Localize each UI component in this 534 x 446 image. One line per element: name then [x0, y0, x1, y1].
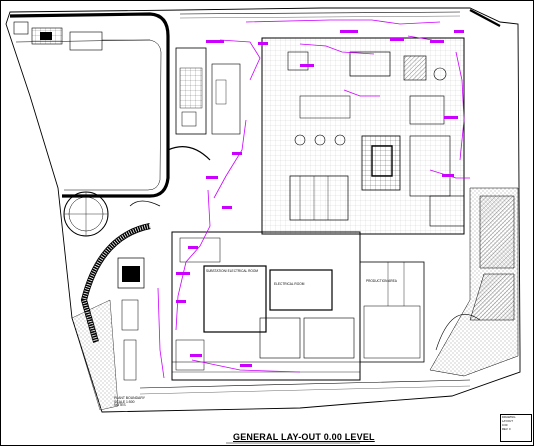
gatehouse [13, 21, 29, 35]
room-label-production: PRODUCTION AREA [366, 279, 397, 283]
bottom-road [139, 379, 471, 389]
legend-line-1: PLANT BOUNDARY [114, 396, 145, 400]
legend-line-2: SCALE 1:500 [114, 399, 135, 404]
title-block-line-1: DRAWING [502, 415, 516, 419]
legend-line-3: NOTES [114, 403, 126, 408]
site-boundary [5, 7, 521, 413]
drawing-title: GENERAL LAY-OUT 0.00 LEVEL [233, 432, 375, 442]
legend-block: PLANT BOUNDARY SCALE 1:500 NOTES [114, 396, 145, 408]
room-label-electrical: ELECTRICAL ROOM [274, 282, 305, 286]
small-structure-left [117, 257, 145, 289]
access-road [9, 12, 170, 198]
markup-annotations [157, 19, 470, 379]
room-label-substation: SUBSTATION/ ELECTRICAL ROOM [206, 269, 259, 273]
landscape-area-left [71, 299, 119, 411]
title-block-line-2: LAYOUT [502, 419, 513, 423]
title-block-line-3: 0.00 [502, 423, 508, 427]
title-block: DRAWING LAYOUT 0.00 REV. 0 [500, 414, 532, 442]
title-block-line-4: REV. 0 [502, 427, 511, 431]
east-building [359, 261, 425, 363]
warehouse-left [175, 47, 207, 135]
